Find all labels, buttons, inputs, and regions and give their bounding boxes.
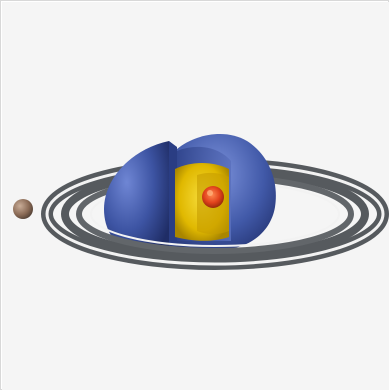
moon-icon (13, 199, 33, 219)
planet-core (202, 186, 224, 208)
